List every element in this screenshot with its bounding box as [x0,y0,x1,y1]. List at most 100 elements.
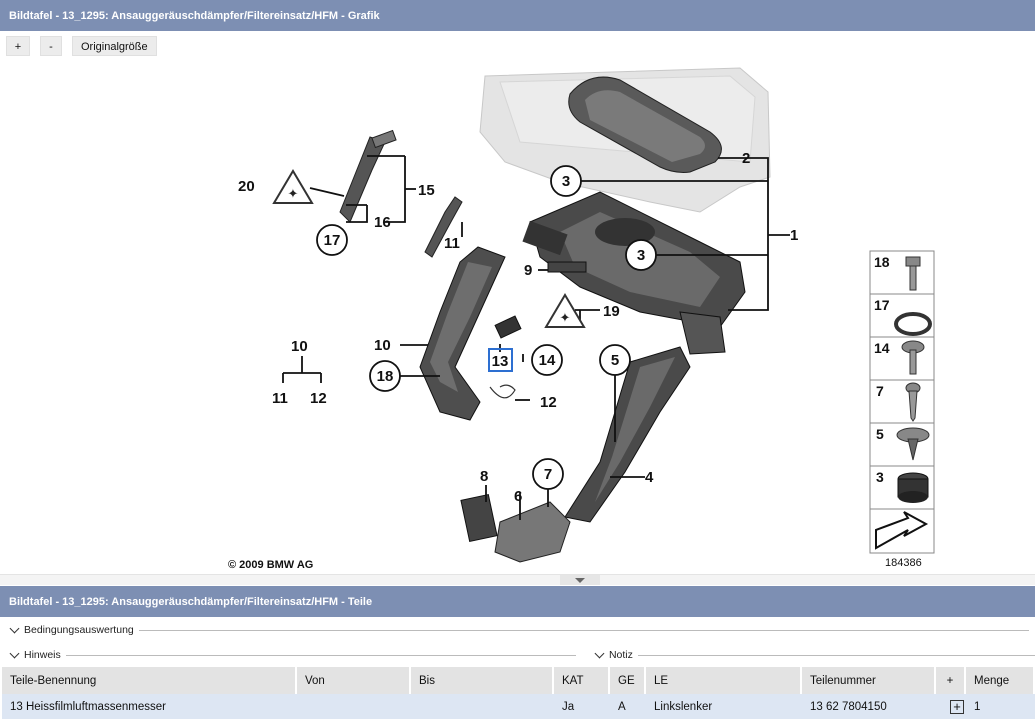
callout-10: 10 [374,337,391,354]
panel-splitter[interactable] [0,574,1035,585]
column-header[interactable]: Teile-Benennung [2,667,297,694]
group-conditions-label: Bedingungsauswertung [24,624,134,636]
parts-panel-title: Bildtafel - 13_1295: Ansauggeräuschdämpf… [9,595,373,608]
chevron-down-icon [594,648,605,659]
legend-num: 18 [874,254,890,270]
callout-14: 14 [539,352,556,369]
chevron-down-icon [9,623,20,634]
callout-9: 9 [524,262,532,279]
group-hint[interactable]: Hinweis [0,645,590,665]
screw-icon [905,382,921,422]
zoom-out-button[interactable]: - [40,36,62,56]
cell-add: + [935,694,966,719]
air-cleaner-housing [522,191,746,355]
zoom-in-button[interactable]: + [6,36,30,56]
parts-panel-header: Bildtafel - 13_1295: Ansauggeräuschdämpf… [0,586,1035,617]
filter-cover [568,76,722,173]
callout-12: 12 [310,390,327,407]
callout-labels: 1 2 3 3 4 5 6 7 8 9 10 10 11 11 12 12 13… [238,150,798,505]
callout-3: 3 [562,173,570,190]
arrow-icon [875,511,929,550]
graphic-panel-header: Bildtafel - 13_1295: Ansauggeräuschdämpf… [0,0,1035,31]
divider [138,629,1029,631]
graphic-panel-title: Bildtafel - 13_1295: Ansauggeräuschdämpf… [9,9,380,22]
parts-table: Teile-Benennung Von Bis KAT GE LE Teilen… [2,667,1035,719]
legend-num: 17 [874,297,890,313]
callout-19: 19 [603,303,620,320]
leader-lines [282,155,790,520]
svg-text:✦: ✦ [288,186,299,201]
group-hint-label: Hinweis [24,649,61,661]
chevron-down-icon [9,648,20,659]
original-size-button[interactable]: Originalgröße [72,36,157,56]
callout-7: 7 [544,466,552,483]
callout-16: 16 [374,214,391,231]
callout-3: 3 [637,247,645,264]
column-header[interactable]: KAT [553,667,610,694]
table-row[interactable]: 13 Heissfilmluftmassenmesser Ja A Linksl… [2,694,1035,719]
callout-10: 10 [291,338,308,355]
legend-num: 14 [874,340,890,356]
table-header-row: Teile-Benennung Von Bis KAT GE LE Teilen… [2,667,1035,694]
callout-20: 20 [238,178,255,195]
cell-name: 13 Heissfilmluftmassenmesser [2,694,297,719]
figure-number: 184386 [885,557,922,569]
part-9-rail [547,261,587,273]
group-conditions[interactable]: Bedingungsauswertung [0,620,1035,640]
divider [637,654,1035,656]
chevron-down-icon [575,577,585,583]
legend-num: 7 [876,383,884,399]
legend-num: 3 [876,469,884,485]
warning-triangle-icon: ✦ [544,293,586,328]
air-guide [494,501,571,563]
callout-15: 15 [418,182,435,199]
group-note-label: Notiz [608,649,633,661]
air-duct [564,346,691,523]
callout-6: 6 [514,488,522,505]
warning-triangle-icon: ✦ [272,169,314,204]
add-to-cart-icon[interactable]: + [950,699,964,714]
hfm-sensor [494,315,522,339]
rubber-grommet-icon [897,472,929,503]
callout-13: 13 [492,353,509,370]
cell-quantity: 1 [965,694,1035,719]
callout-18: 18 [377,368,394,385]
expanding-rivet-icon [896,427,930,461]
callout-5: 5 [611,352,619,369]
callout-8: 8 [480,468,488,485]
cell-part-number: 13 62 7804150 [801,694,936,719]
copyright-text: © 2009 BMW AG [228,559,313,571]
zoom-toolbar: + - Originalgröße [6,36,157,56]
fastener-legend: 18 17 14 7 5 3 [869,250,935,554]
cell-ge: A [609,694,646,719]
cell-kat: Ja [553,694,610,719]
column-header[interactable]: Von [296,667,411,694]
callout-2: 2 [742,150,750,167]
column-header[interactable]: Bis [410,667,554,694]
cell-von [296,694,411,719]
splitter-toggle[interactable] [560,575,600,585]
svg-text:✦: ✦ [560,310,571,325]
filter-element [460,493,498,543]
o-ring-icon [894,312,932,336]
bolt-icon [905,256,921,291]
legend-num: 5 [876,426,884,442]
cell-le: Linkslenker [645,694,802,719]
callout-11: 11 [444,235,460,252]
column-header[interactable]: LE [645,667,802,694]
intake-hose [419,246,506,421]
flange-screw-icon [901,340,925,375]
group-note[interactable]: Notiz [585,645,1035,665]
spring-clip [489,384,516,399]
divider [65,654,576,656]
callout-1: 1 [790,227,798,244]
column-header[interactable]: Teilenummer [801,667,936,694]
callout-4: 4 [645,469,654,486]
callout-17: 17 [324,232,341,249]
parts-diagram[interactable]: ✦ ✦ 1 2 3 3 4 5 6 7 8 9 10 10 11 11 12 1… [0,62,1035,574]
column-header[interactable]: Menge [965,667,1035,694]
callout-12: 12 [540,394,557,411]
callout-11: 11 [272,390,288,407]
column-header[interactable]: GE [609,667,646,694]
column-header[interactable]: + [935,667,966,694]
